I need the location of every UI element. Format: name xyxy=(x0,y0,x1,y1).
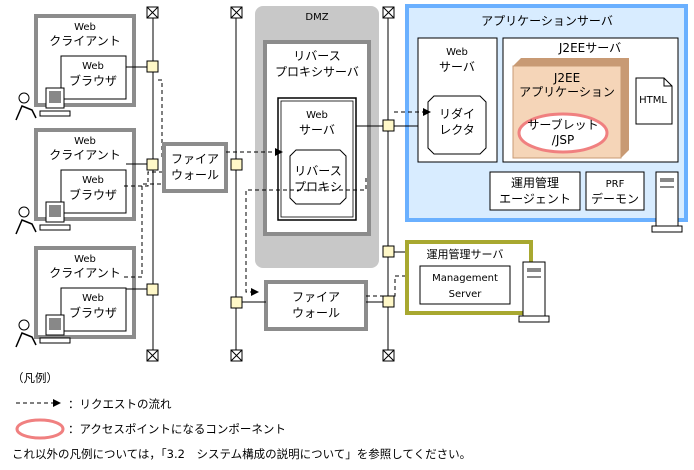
reverse-proxy-line2: プロキシ xyxy=(294,180,342,194)
redirector-line1: リダイ xyxy=(439,106,475,121)
reverse-proxy-server-line1: リバース xyxy=(293,49,340,63)
client-2: Web クライアント Web ブラウザ xyxy=(34,128,136,221)
reverse-proxy-server-line2: プロキシサーバ xyxy=(275,65,359,79)
app-web-server-line1: Web xyxy=(446,47,468,58)
mgmt-server-line1: Management xyxy=(432,273,498,284)
servlet-line2: /JSP xyxy=(552,133,574,147)
mgmt-server-title: 運用管理サーバ xyxy=(427,247,504,261)
firewall-left: ファイア ウォール xyxy=(162,142,243,193)
servlet-line1: サーブレット xyxy=(527,117,598,132)
server-tower-icon xyxy=(518,261,550,323)
request-flow-to-mgmt xyxy=(366,272,421,297)
client-1: Web クライアント Web ブラウザ xyxy=(34,14,136,107)
user-pc-icon xyxy=(15,314,71,348)
dmz-web-server-line1: Web xyxy=(306,110,328,121)
client-2-web: Web xyxy=(74,136,96,147)
firewall-left-line1: ファイア xyxy=(171,152,219,166)
client-1-label: クライアント xyxy=(49,34,121,48)
legend-note: これ以外の凡例については，「3.2 システム構成の説明について」を参照してくださ… xyxy=(12,447,472,461)
firewall-bottom-line2: ウォール xyxy=(292,306,340,320)
client-2-label: クライアント xyxy=(49,148,121,162)
j2ee-server-label: J2EEサーバ xyxy=(558,41,621,55)
dmz-title: DMZ xyxy=(305,12,328,23)
redirector-line2: レクタ xyxy=(439,123,475,137)
legend-access-point: ：アクセスポイントになるコンポーネント xyxy=(68,422,286,436)
j2ee-app-line1: J2EE xyxy=(553,71,580,85)
legend-title: （凡例） xyxy=(12,371,58,385)
dmz-zone: DMZ リバース プロキシサーバ Web サーバ リバース プロキシ xyxy=(255,6,379,268)
prf-daemon-line1: PRF xyxy=(606,179,625,190)
client-3: Web クライアント Web ブラウザ xyxy=(34,246,136,339)
firewall-left-line2: ウォール xyxy=(171,168,219,182)
mgmt-server-line2: Server xyxy=(449,289,483,300)
html-doc: HTML xyxy=(639,95,667,106)
client-2-browser-web: Web xyxy=(82,175,104,186)
user-pc-icon xyxy=(15,201,71,235)
client-2-browser: ブラウザ xyxy=(69,187,117,202)
firewall-bottom: ファイア ウォール xyxy=(242,280,383,331)
legend-ellipse-icon xyxy=(15,418,65,440)
mgmt-server: 運用管理サーバ Management Server xyxy=(405,240,533,315)
app-web-server-line2: サーバ xyxy=(439,60,475,74)
legend-request-flow: ：リクエストの流れ xyxy=(68,397,172,411)
j2ee-app-line2: アプリケーション xyxy=(519,85,615,99)
client-3-label: クライアント xyxy=(49,266,121,280)
client-3-browser: ブラウザ xyxy=(69,305,117,320)
client-1-web: Web xyxy=(74,22,96,33)
client-links xyxy=(126,60,159,296)
mgmt-agent-line1: 運用管理 xyxy=(511,175,559,190)
request-flow-clients xyxy=(124,79,173,278)
app-server-title: アプリケーションサーバ xyxy=(481,14,613,28)
client-3-browser-web: Web xyxy=(82,293,104,304)
client-3-web: Web xyxy=(74,254,96,265)
dmz-web-server-line2: サーバ xyxy=(299,123,335,137)
app-server: アプリケーションサーバ Web サーバ リダイ レクタ J2EEサーバ J2EE… xyxy=(405,4,688,222)
reverse-proxy-line1: リバース xyxy=(294,164,341,178)
server-tower-icon xyxy=(651,171,683,233)
mgmt-agent-line2: エージェント xyxy=(499,192,571,206)
client-1-browser: ブラウザ xyxy=(69,73,117,88)
client-1-browser-web: Web xyxy=(82,61,104,72)
request-flow-dmz xyxy=(226,148,367,296)
network-line-right xyxy=(382,6,395,362)
firewall-bottom-line1: ファイア xyxy=(292,290,340,304)
prf-daemon-line2: デーモン xyxy=(591,191,639,206)
user-pc-icon xyxy=(15,87,71,121)
